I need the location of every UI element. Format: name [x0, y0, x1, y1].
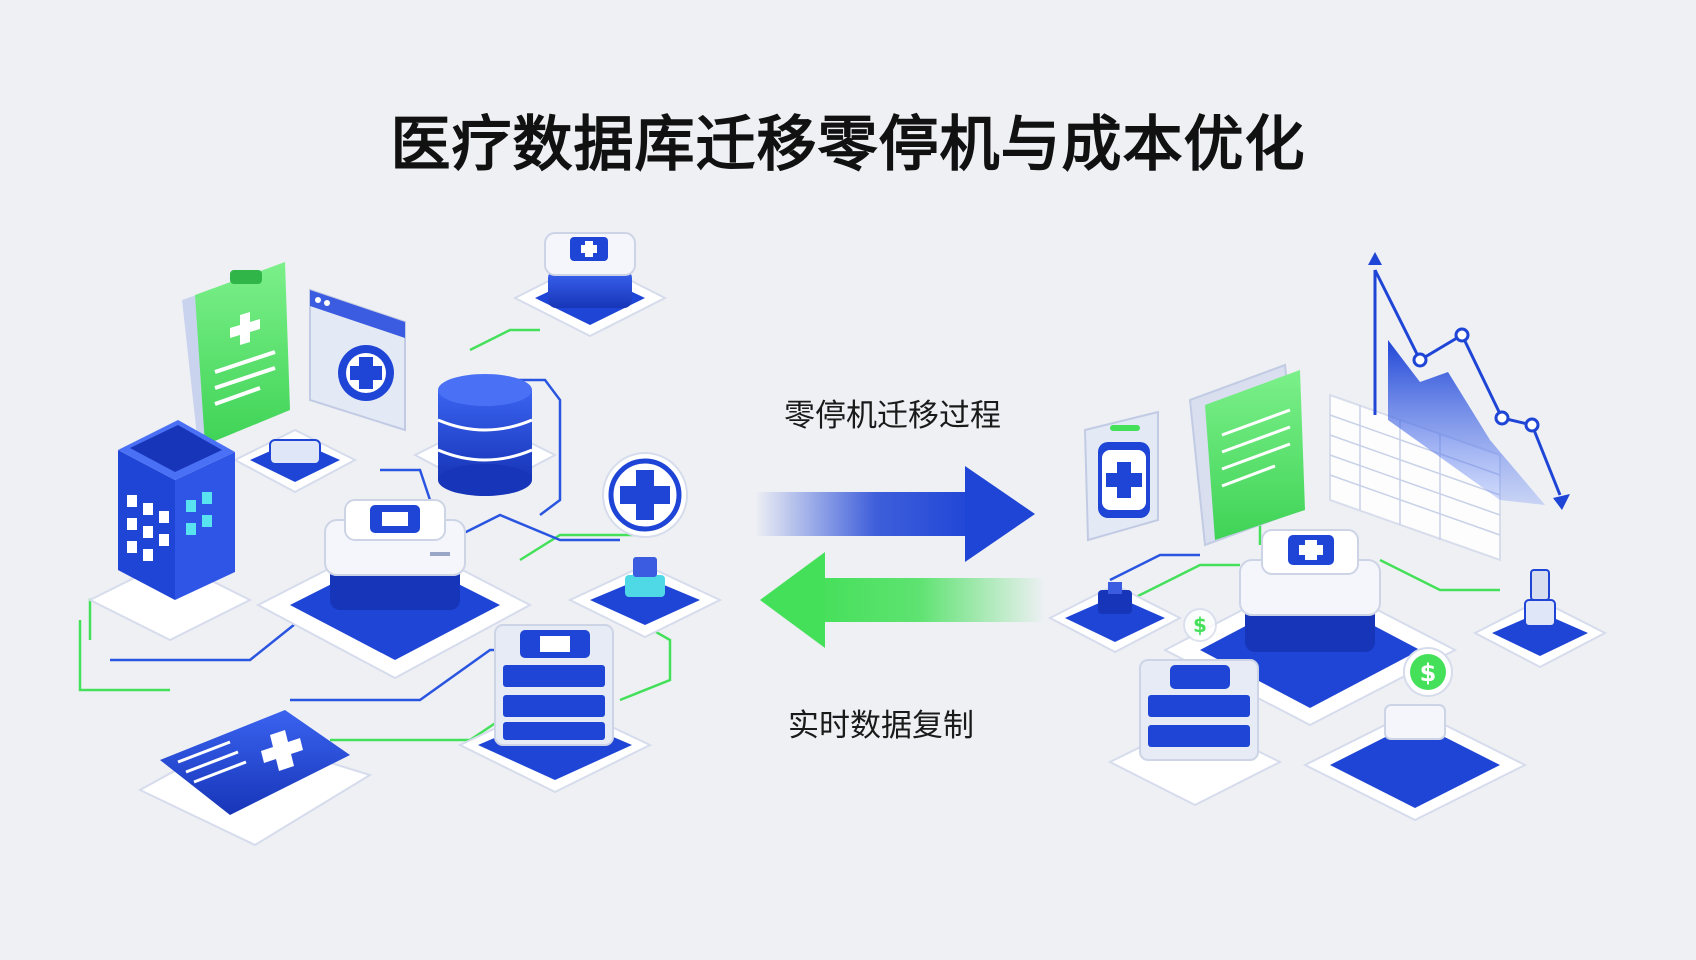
- medical-record-folder-icon: [137, 710, 373, 847]
- small-node-icon: [1472, 569, 1608, 669]
- right-cluster: $ $: [1047, 252, 1608, 822]
- left-cluster: [78, 232, 723, 847]
- small-node-icon: [1047, 582, 1183, 654]
- chart-grid: [1329, 405, 1501, 540]
- clipboard-icon: [182, 262, 290, 445]
- document-stack-icon: [1188, 363, 1305, 547]
- small-node-icon: [232, 428, 358, 494]
- page-title: 医疗数据库迁移零停机与成本优化: [390, 110, 1306, 180]
- database-cylinder-icon: [412, 374, 558, 496]
- forward-flow-label: 零停机迁移过程: [784, 398, 1001, 434]
- medical-window-icon: [309, 288, 406, 432]
- hospital-building-icon: [87, 420, 253, 642]
- central-server-icon: [255, 499, 533, 680]
- medical-cross-badge-icon: [567, 452, 723, 639]
- migration-flow: [755, 466, 1045, 648]
- building-windows: [127, 492, 212, 561]
- dollar-glyph: $: [1193, 613, 1207, 637]
- rack-server-icon: [457, 624, 653, 794]
- rack-server-icon: $: [1107, 608, 1283, 807]
- declining-cost-chart-icon: [1329, 252, 1570, 562]
- left-connection-lines: [78, 328, 672, 742]
- medical-card-icon: [1083, 410, 1159, 542]
- backward-arrow-icon: [760, 552, 1045, 648]
- dollar-coin-icon: $: [1302, 647, 1528, 822]
- forward-arrow-icon: [755, 466, 1035, 562]
- dollar-glyph: $: [1420, 659, 1437, 687]
- medical-server-icon: [512, 232, 668, 338]
- backward-flow-label: 实时数据复制: [788, 708, 974, 744]
